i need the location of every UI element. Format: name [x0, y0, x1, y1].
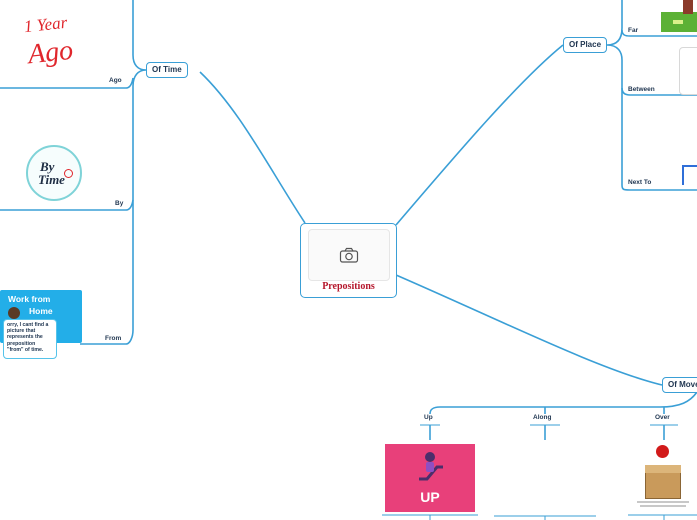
ago-image-text-bottom: Ago — [26, 34, 75, 71]
escalator-icon — [419, 452, 443, 481]
topic-over[interactable]: Over — [655, 414, 670, 421]
topic-between[interactable]: Between — [628, 86, 655, 93]
by-time-image: By Time — [26, 145, 82, 201]
camera-icon — [339, 247, 359, 263]
between-image — [679, 47, 697, 95]
from-card-line2: Home — [29, 306, 53, 316]
connector-of-place-spine — [606, 0, 631, 191]
connector-by — [0, 199, 134, 211]
connector-central-of-movement — [395, 274, 663, 386]
topic-ago[interactable]: Ago — [109, 77, 122, 84]
connector-far — [621, 29, 697, 37]
connector-central-of-time — [199, 71, 306, 224]
up-card-text: UP — [420, 489, 440, 505]
ago-image-text-top: 1 Year — [23, 12, 69, 37]
connector-between — [621, 87, 697, 96]
central-topic[interactable]: Prepositions — [300, 223, 397, 298]
topic-next-to[interactable]: Next To — [628, 179, 652, 186]
connector-ago — [0, 77, 134, 89]
underline-up-card — [382, 514, 478, 520]
central-title: Prepositions — [322, 281, 375, 292]
branch-of-time[interactable]: Of Time — [146, 62, 188, 78]
topic-along[interactable]: Along — [533, 414, 552, 421]
next-to-image — [682, 165, 697, 185]
connector-of-time-spine — [125, 0, 147, 345]
underline-over-card — [628, 514, 697, 520]
connector-central-of-place — [395, 44, 564, 226]
by-image-text-top: By — [40, 159, 55, 174]
up-card: UP — [385, 444, 475, 512]
from-card-line1: Work from — [8, 294, 51, 304]
ball-icon — [656, 445, 669, 458]
far-image — [661, 0, 697, 33]
from-note[interactable]: orry, I cant find a picture that represe… — [3, 319, 57, 359]
topic-far[interactable]: Far — [628, 27, 639, 34]
clock-icon — [64, 169, 73, 178]
underline-along-card — [494, 515, 596, 520]
topic-from[interactable]: From — [105, 335, 122, 342]
topic-by[interactable]: By — [115, 200, 124, 207]
topic-up[interactable]: Up — [424, 414, 433, 421]
by-image-text-bottom: Time — [38, 172, 65, 187]
connector-of-movement-spine — [429, 391, 697, 415]
branch-of-movement[interactable]: Of Move — [662, 377, 697, 393]
over-image — [634, 443, 692, 513]
branch-of-place[interactable]: Of Place — [563, 37, 608, 53]
ago-image: 1 Year Ago — [20, 12, 90, 83]
central-image-placeholder[interactable] — [308, 229, 390, 281]
person-icon — [8, 307, 20, 319]
